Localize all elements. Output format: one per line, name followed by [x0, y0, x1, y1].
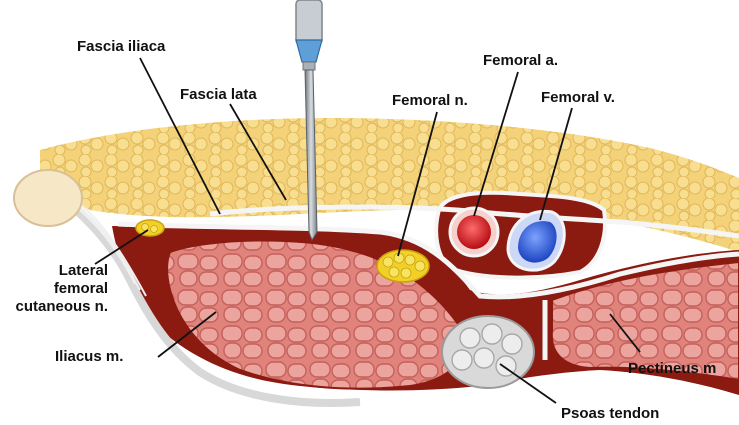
label-lateral-femoral-cutaneous-line3: cutaneous n.	[8, 298, 108, 316]
lateral-femoral-cutaneous-nerve	[136, 220, 164, 236]
label-femoral-a: Femoral a.	[483, 52, 558, 70]
label-femoral-n: Femoral n.	[392, 92, 468, 110]
label-fascia-lata: Fascia lata	[180, 86, 257, 104]
label-iliacus: Iliacus m.	[55, 348, 123, 366]
label-pectineus: Pectineus m	[628, 360, 716, 378]
label-psoas-tendon: Psoas tendon	[561, 405, 659, 423]
label-lateral-femoral-cutaneous: Lateral femoral cutaneous n.	[8, 262, 108, 316]
label-femoral-v: Femoral v.	[541, 89, 615, 107]
label-lateral-femoral-cutaneous-line1: Lateral	[8, 262, 108, 280]
iliac-bone	[14, 170, 82, 226]
label-fascia-iliaca: Fascia iliaca	[77, 38, 165, 56]
label-lateral-femoral-cutaneous-line2: femoral	[8, 280, 108, 298]
femoral-nerve	[377, 250, 429, 282]
